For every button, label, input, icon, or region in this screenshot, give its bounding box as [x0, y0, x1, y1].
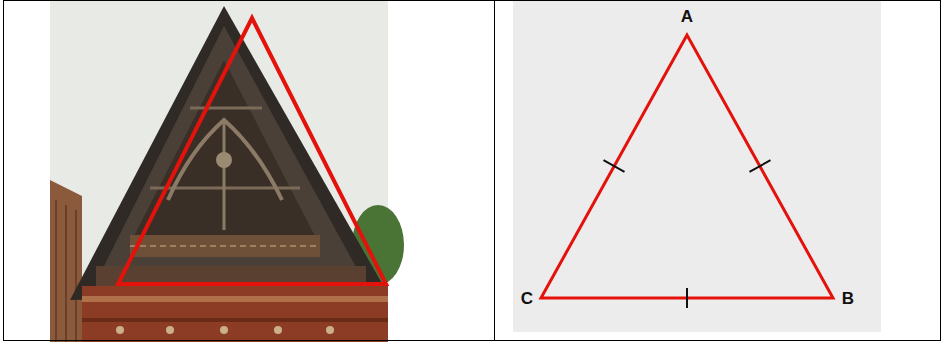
tick-mark [604, 160, 625, 172]
house-photo [50, 0, 404, 342]
vertex-label: B [842, 290, 854, 307]
table-border [4, 0, 941, 341]
tick-mark [750, 160, 771, 172]
tick-mark [686, 288, 688, 308]
vertex-label: C [521, 290, 533, 307]
vertex-label: A [681, 8, 693, 25]
triangle-figure [513, 0, 881, 332]
